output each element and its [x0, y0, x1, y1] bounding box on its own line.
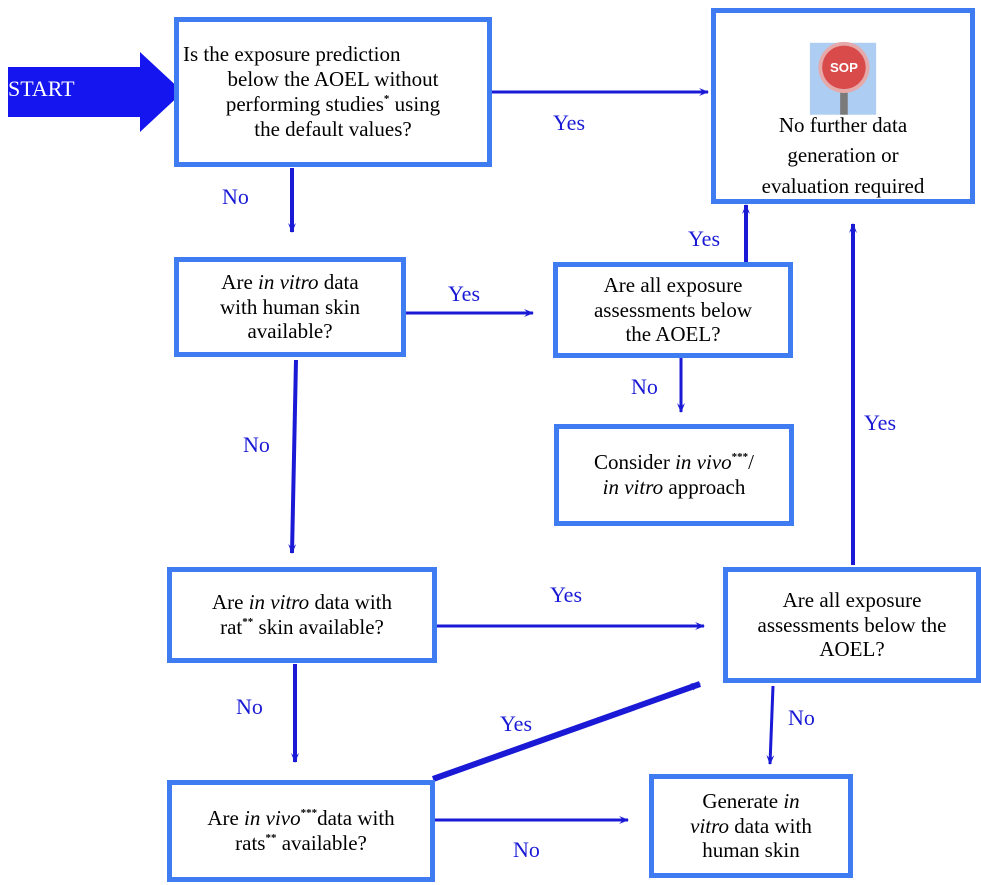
arrow-q6-yes — [431, 681, 702, 782]
q6-line1: Are in vivo***data with — [172, 806, 430, 831]
q1-line1: Is the exposure prediction — [183, 42, 401, 67]
q5-line2: assessments below the — [757, 612, 947, 637]
label-no-q1: No — [222, 184, 249, 209]
stop-sign-text: SOP — [830, 60, 858, 75]
stop-line2: generation or — [787, 143, 899, 168]
generate-b: data with — [729, 813, 812, 838]
result-no-further-data: SOP No further data generation or evalua… — [711, 8, 975, 204]
q6-a: Are — [207, 806, 245, 831]
generate-line1: Generate in — [654, 789, 848, 814]
q6-italic: in vivo — [244, 806, 301, 831]
stop-sign-icon: SOP — [809, 41, 877, 115]
label-no-q6: No — [513, 837, 540, 862]
stop-line1: No further data — [778, 112, 908, 137]
arrow-q2-no — [288, 359, 298, 554]
result-consider-approach: Consider in vivo***/ in vitro approach — [554, 424, 794, 526]
q1-line3-b: using — [389, 92, 441, 116]
q2-line1: Are in vitro data — [179, 270, 401, 295]
label-yes-q2: Yes — [448, 281, 481, 306]
stop-line3: evaluation required — [761, 174, 925, 199]
q4-sup: ** — [242, 616, 254, 628]
consider-line2: in vitro approach — [559, 475, 789, 500]
q6-b: data with — [317, 806, 395, 831]
start-label: START — [8, 76, 75, 101]
q3-line2: assessments below — [593, 297, 753, 322]
label-yes-q3: Yes — [688, 226, 721, 251]
q6-line2: rats** available? — [172, 831, 430, 856]
question-in-vitro-human: Are in vitro data with human skin availa… — [174, 257, 406, 357]
question-in-vitro-rat: Are in vitro data with rat** skin availa… — [167, 567, 437, 663]
consider-italic1: in vivo — [675, 450, 732, 475]
q1-line3-sup: * — [383, 93, 390, 105]
label-yes-q6: Yes — [500, 711, 533, 736]
result-generate-in-vitro: Generate in vitro data with human skin — [649, 774, 853, 878]
consider-italic2: in vitro — [602, 475, 664, 499]
q1-line2: below the AOEL without — [227, 67, 439, 92]
q1-line3: performing studies* using — [179, 92, 487, 117]
generate-italic2: vitro — [690, 813, 730, 838]
q5-line3: AOEL? — [819, 637, 885, 662]
label-yes-q4: Yes — [550, 582, 583, 607]
q3-line1: Are all exposure — [603, 272, 743, 297]
q2-line1-b: data — [318, 269, 359, 294]
q4-italic: in vitro — [248, 590, 310, 615]
q4-line2: rat** skin available? — [172, 615, 432, 640]
q4-d: skin available? — [253, 615, 384, 639]
q6-c: rats — [235, 831, 266, 855]
question-all-assessments-below-aoel-2: Are all exposure assessments below the A… — [723, 567, 981, 683]
label-no-q3: No — [631, 374, 658, 399]
q6-sup2: ** — [265, 832, 277, 844]
q2-line1-a: Are — [221, 269, 259, 294]
start-arrow — [8, 52, 183, 132]
generate-italic1: in — [783, 788, 800, 813]
consider-b: / — [748, 450, 754, 475]
consider-a: Consider — [594, 450, 676, 475]
generate-a: Generate — [702, 788, 784, 813]
q6-d: available? — [276, 831, 367, 855]
label-no-q5: No — [788, 705, 815, 730]
q4-b: data with — [309, 590, 392, 615]
q2-line1-italic: in vitro — [258, 269, 319, 294]
consider-line1: Consider in vivo***/ — [559, 450, 789, 475]
q2-line3: available? — [247, 319, 333, 344]
q6-sup: *** — [300, 807, 318, 820]
label-yes-q5: Yes — [864, 410, 897, 435]
label-yes-q1: Yes — [553, 110, 586, 135]
q3-line3: the AOEL? — [625, 322, 721, 347]
q4-c: rat — [220, 615, 243, 639]
question-in-vivo-rats: Are in vivo***data with rats** available… — [167, 780, 435, 882]
label-no-q2: No — [243, 432, 270, 457]
arrow-q5-no — [766, 685, 775, 765]
q1-line4: the default values? — [254, 116, 412, 141]
consider-c: approach — [663, 475, 746, 499]
consider-sup: *** — [731, 451, 749, 464]
q2-line2: with human skin — [220, 294, 360, 319]
question-exposure-prediction: Is the exposure prediction below the AOE… — [174, 17, 492, 167]
label-no-q4: No — [236, 694, 263, 719]
q5-line1: Are all exposure — [782, 587, 922, 612]
generate-line2: vitro data with — [654, 814, 848, 839]
q1-line3-a: performing studies — [225, 92, 384, 116]
q4-a: Are — [211, 590, 249, 615]
question-all-assessments-below-aoel-1: Are all exposure assessments below the A… — [553, 262, 793, 358]
generate-line3: human skin — [702, 838, 800, 863]
q4-line1: Are in vitro data with — [172, 590, 432, 615]
